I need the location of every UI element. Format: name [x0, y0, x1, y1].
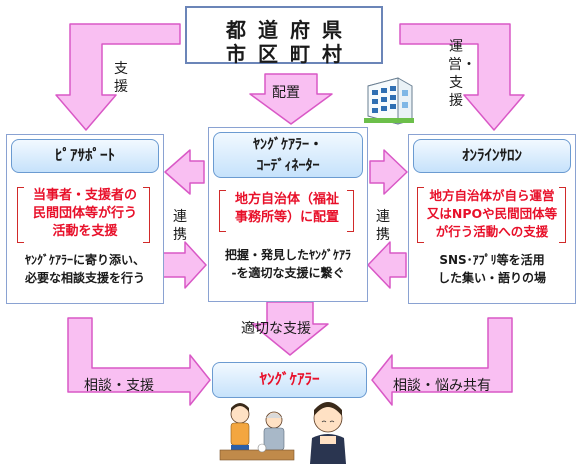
building-icon [364, 77, 414, 125]
online-salon-activity: 地方自治体が自ら運営 又はNPOや民間団体等 が行う活動への支援 [426, 188, 558, 239]
peer-support-activity: 当事者・支援者の 民間団体等が行う 活動を支援 [32, 188, 137, 239]
coordinator-placement: 地方自治体（福祉 事務所等）に配置 [234, 192, 339, 225]
operate-support-label: 運営・支援 [448, 39, 476, 109]
appropriate-support-label: 適切な支援 [241, 321, 311, 337]
peer-bracket-right [143, 187, 150, 243]
placement-arrow [249, 73, 333, 125]
peer-support-description: ﾔﾝｸﾞｹｱﾗｰに寄り添い、 必要な相談支援を行う [24, 253, 145, 285]
coop-right-upper-arrow [369, 149, 408, 195]
placement-label: 配置 [272, 85, 300, 101]
consult-share-arrow [371, 317, 513, 406]
peer-support-title: ﾋﾟｱｻﾎﾟｰﾄ [11, 139, 159, 173]
coop-right-lower-arrow [367, 241, 407, 289]
young-carer-box: ﾔﾝｸﾞｹｱﾗｰ [212, 362, 367, 398]
coop-right-label: 連携 [376, 209, 390, 243]
prefecture-municipality-box: 都道府県 市区町村 [185, 6, 383, 66]
consult-support-label: 相談・支援 [84, 378, 154, 394]
online-salon-title: ｵﾝﾗｲﾝｻﾛﾝ [413, 139, 571, 173]
coop-left-lower-arrow [161, 241, 207, 289]
coordinator-bracket-right [347, 190, 354, 232]
online-salon-description: SNS･ｱﾌﾟﾘ等を活用 した集い・語りの場 [437, 253, 546, 285]
coordinator-title: ﾔﾝｸﾞｹｱﾗｰ・ ｺｰﾃﾞｨﾈｰﾀｰ [213, 132, 363, 178]
municipality-label: 市区町村 [226, 42, 354, 66]
appropriate-support-arrow [251, 301, 329, 356]
support-arrow [55, 23, 181, 131]
peer-support-panel: ﾋﾟｱｻﾎﾟｰﾄ 当事者・支援者の 民間団体等が行う 活動を支援 ﾔﾝｸﾞｹｱﾗ… [6, 134, 164, 304]
young-carer-icon [310, 402, 346, 464]
coop-left-label: 連携 [173, 209, 187, 243]
coordinator-description: 把握・発見したﾔﾝｸﾞｹｱﾗ -を適切な支援に繋ぐ [224, 248, 351, 280]
coop-left-upper-arrow [164, 149, 205, 195]
operate-support-arrow [399, 23, 525, 131]
salon-bracket-left [417, 187, 424, 243]
online-salon-panel: ｵﾝﾗｲﾝｻﾛﾝ 地方自治体が自ら運営 又はNPOや民間団体等 が行う活動への支… [408, 134, 576, 304]
support-label: 支援 [114, 61, 128, 95]
salon-bracket-right [559, 187, 566, 243]
consult-support-arrow [67, 317, 211, 406]
coordinator-bracket-left [219, 190, 226, 232]
coordinator-panel: ﾔﾝｸﾞｹｱﾗｰ・ ｺｰﾃﾞｨﾈｰﾀｰ 地方自治体（福祉 事務所等）に配置 把握… [208, 127, 368, 302]
prefecture-label: 都道府県 [226, 18, 354, 42]
caregiver-icon [219, 403, 295, 461]
peer-bracket-left [17, 187, 24, 243]
consult-share-label: 相談・悩み共有 [393, 378, 491, 394]
